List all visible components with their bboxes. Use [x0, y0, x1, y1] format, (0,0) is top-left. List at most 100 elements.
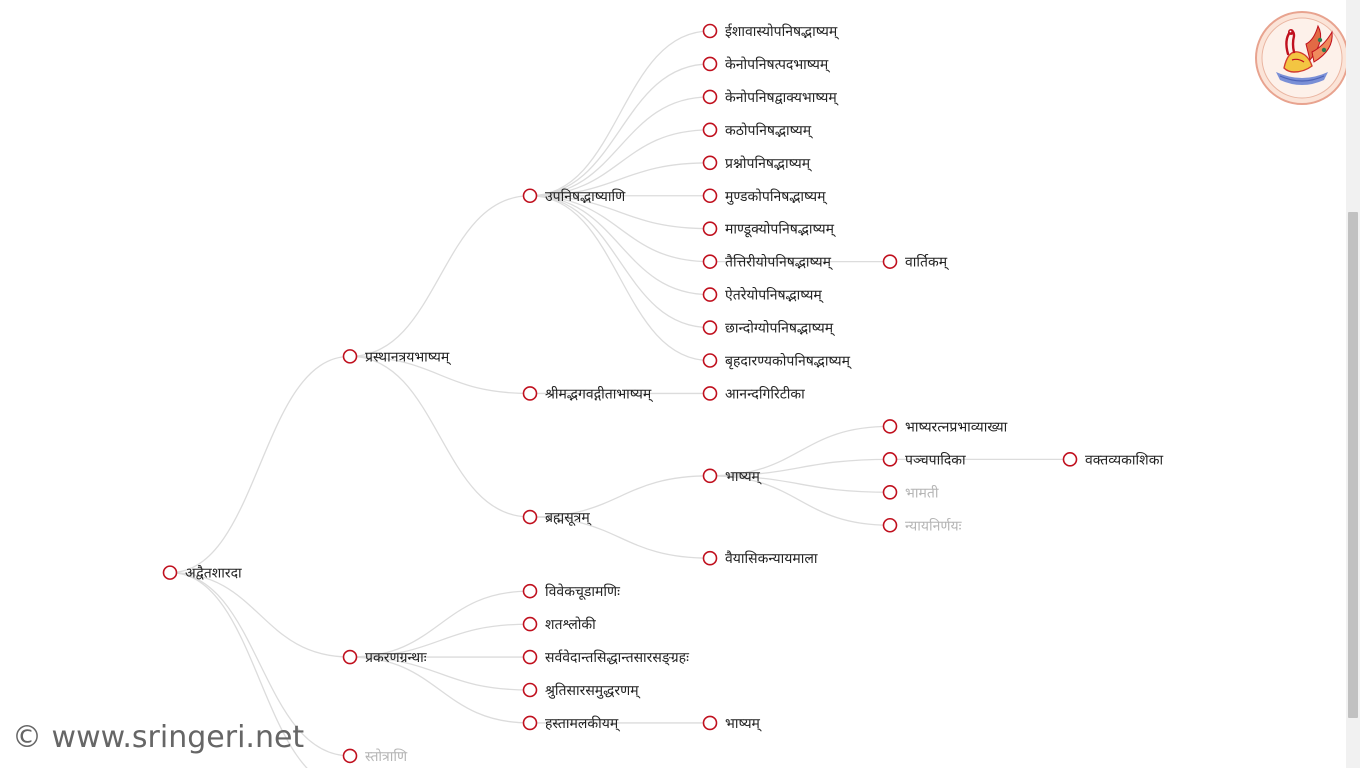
tree-node[interactable]: वैयासिकन्यायमाला — [702, 550, 818, 567]
node-circle[interactable] — [522, 583, 538, 599]
tree-node[interactable]: भाष्यम् — [702, 715, 762, 732]
node-circle[interactable] — [702, 353, 718, 368]
vertical-scrollbar[interactable] — [1346, 0, 1360, 768]
node-circle[interactable] — [522, 188, 538, 204]
node-circle[interactable] — [702, 254, 718, 269]
tree-node[interactable]: केनोपनिषत्पदभाष्यम् — [702, 56, 831, 73]
node-circle[interactable] — [702, 89, 718, 105]
tree-node[interactable]: माण्डूक्योपनिषद्भाष्यम् — [702, 221, 836, 238]
node-label[interactable]: उपनिषद्भाष्याणि — [545, 188, 626, 205]
node-circle[interactable] — [882, 254, 898, 269]
node-circle[interactable] — [882, 452, 898, 467]
node-label[interactable]: पञ्चपादिका — [905, 451, 966, 468]
node-label[interactable]: विवेकचूडामणिः — [545, 583, 621, 600]
node-label[interactable]: श्रीमद्भगवद्गीताभाष्यम् — [545, 385, 653, 402]
tree-node[interactable]: ऐतरेयोपनिषद्भाष्यम् — [702, 287, 824, 304]
node-circle[interactable] — [162, 565, 178, 580]
node-label[interactable]: तैत्तिरीयोपनिषद्भाष्यम् — [725, 254, 833, 271]
node-circle[interactable] — [702, 715, 718, 731]
tree-node[interactable]: सर्ववेदान्तसिद्धान्तसारसङ्ग्रहः — [522, 649, 691, 666]
node-circle[interactable] — [702, 221, 718, 236]
scrollbar-thumb[interactable] — [1348, 212, 1358, 718]
node-label[interactable]: भाष्यरत्नप्रभाव्याख्या — [905, 419, 1008, 435]
node-label[interactable]: प्रश्नोपनिषद्भाष्यम् — [725, 155, 812, 172]
node-circle[interactable] — [522, 649, 538, 665]
tree-node[interactable]: मुण्डकोपनिषद्भाष्यम् — [702, 188, 828, 205]
node-label[interactable]: न्यायनिर्णयः — [905, 517, 963, 534]
node-circle[interactable] — [342, 748, 358, 764]
tree-node[interactable]: वार्तिकम् — [882, 254, 950, 271]
node-label[interactable]: केनोपनिषत्पदभाष्यम् — [725, 56, 830, 73]
node-label[interactable]: केनोपनिषद्वाक्यभाष्यम् — [725, 89, 839, 106]
tree-node[interactable]: भाष्यम् — [702, 468, 762, 485]
node-circle[interactable] — [522, 616, 538, 632]
node-circle[interactable] — [522, 715, 538, 731]
node-circle[interactable] — [342, 349, 358, 364]
node-label[interactable]: छान्दोग्योपनिषद्भाष्यम् — [725, 320, 835, 337]
tree-node[interactable]: प्रकरणग्रन्थाः — [342, 649, 428, 666]
tree-node[interactable]: ब्रह्मसूत्रम् — [522, 509, 592, 526]
node-circle[interactable] — [702, 320, 718, 335]
node-circle[interactable] — [702, 188, 718, 204]
node-circle[interactable] — [342, 649, 358, 665]
node-circle[interactable] — [702, 550, 718, 566]
node-label[interactable]: मुण्डकोपनिषद्भाष्यम् — [725, 188, 827, 205]
node-circle[interactable] — [702, 23, 718, 39]
node-label[interactable]: ईशावास्योपनिषद्भाष्यम् — [725, 23, 839, 40]
node-label[interactable]: हस्तामलकीयम् — [545, 715, 620, 732]
node-circle[interactable] — [1062, 452, 1078, 467]
node-label[interactable]: स्तोत्राणि — [365, 748, 408, 765]
node-label[interactable]: माण्डूक्योपनिषद्भाष्यम् — [725, 221, 836, 238]
tree-node[interactable]: केनोपनिषद्वाक्यभाष्यम् — [702, 89, 839, 106]
node-circle[interactable] — [702, 56, 718, 72]
tree-node[interactable]: वक्तव्यकाशिका — [1062, 451, 1164, 468]
node-label[interactable]: शतश्लोकी — [545, 616, 596, 633]
tree-node[interactable]: उपनिषद्भाष्याणि — [522, 188, 627, 205]
node-circle[interactable] — [702, 122, 718, 138]
node-circle[interactable] — [702, 155, 718, 171]
node-label[interactable]: कठोपनिषद्भाष्यम् — [725, 122, 813, 139]
node-label[interactable]: वक्तव्यकाशिका — [1085, 451, 1163, 468]
node-label[interactable]: श्रुतिसारसमुद्धरणम् — [545, 682, 641, 699]
tree-node[interactable]: बृहदारण्यकोपनिषद्भाष्यम् — [702, 353, 852, 370]
tree-node[interactable]: भाष्यरत्नप्रभाव्याख्या — [882, 419, 1008, 435]
tree-node[interactable]: विवेकचूडामणिः — [522, 583, 622, 600]
node-label[interactable]: ऐतरेयोपनिषद्भाष्यम् — [725, 287, 824, 304]
tree-node[interactable]: न्यायनिर्णयः — [882, 517, 963, 534]
node-circle[interactable] — [702, 468, 718, 484]
tree-node[interactable]: श्रुतिसारसमुद्धरणम् — [522, 682, 641, 699]
tree-node[interactable]: प्रश्नोपनिषद्भाष्यम् — [702, 155, 813, 172]
tree-node[interactable]: स्तोत्राणि — [342, 748, 409, 765]
node-circle[interactable] — [882, 484, 898, 500]
node-label[interactable]: सर्ववेदान्तसिद्धान्तसारसङ्ग्रहः — [545, 649, 690, 666]
tree-node[interactable]: भामती — [882, 484, 939, 501]
node-label[interactable]: प्रस्थानत्रयभाष्यम् — [365, 349, 451, 365]
node-circle[interactable] — [702, 287, 718, 302]
node-label[interactable]: अद्वैतशारदा — [185, 565, 242, 582]
node-label[interactable]: भाष्यम् — [725, 469, 762, 485]
tree-node[interactable]: ईशावास्योपनिषद्भाष्यम् — [702, 23, 840, 40]
node-label[interactable]: भाष्यम् — [725, 716, 762, 732]
node-label[interactable]: वार्तिकम् — [905, 254, 949, 271]
node-circle[interactable] — [522, 386, 538, 401]
tree-node[interactable]: तैत्तिरीयोपनिषद्भाष्यम् — [702, 254, 833, 271]
node-circle[interactable] — [522, 682, 538, 698]
node-label[interactable]: बृहदारण्यकोपनिषद्भाष्यम् — [725, 353, 852, 370]
tree-node[interactable]: छान्दोग्योपनिषद्भाष्यम् — [702, 320, 836, 337]
tree-node[interactable]: आनन्दगिरिटीका — [702, 385, 806, 402]
node-label[interactable]: प्रकरणग्रन्थाः — [365, 650, 428, 666]
tree-node[interactable]: श्रीमद्भगवद्गीताभाष्यम् — [522, 385, 654, 402]
tree-node[interactable]: हस्तामलकीयम् — [522, 715, 621, 732]
node-label[interactable]: ब्रह्मसूत्रम् — [545, 510, 592, 526]
tree-node[interactable]: पञ्चपादिका — [882, 451, 967, 468]
node-circle[interactable] — [702, 386, 718, 401]
tree-node[interactable]: कठोपनिषद्भाष्यम् — [702, 122, 814, 139]
node-circle[interactable] — [522, 509, 538, 525]
node-circle[interactable] — [882, 419, 898, 434]
node-label[interactable]: भामती — [905, 484, 939, 501]
node-label[interactable]: वैयासिकन्यायमाला — [725, 550, 818, 567]
tree-node[interactable]: शतश्लोकी — [522, 616, 597, 633]
tree-node[interactable]: अद्वैतशारदा — [162, 565, 243, 582]
tree-node[interactable]: प्रस्थानत्रयभाष्यम् — [342, 349, 452, 365]
node-circle[interactable] — [882, 517, 898, 533]
